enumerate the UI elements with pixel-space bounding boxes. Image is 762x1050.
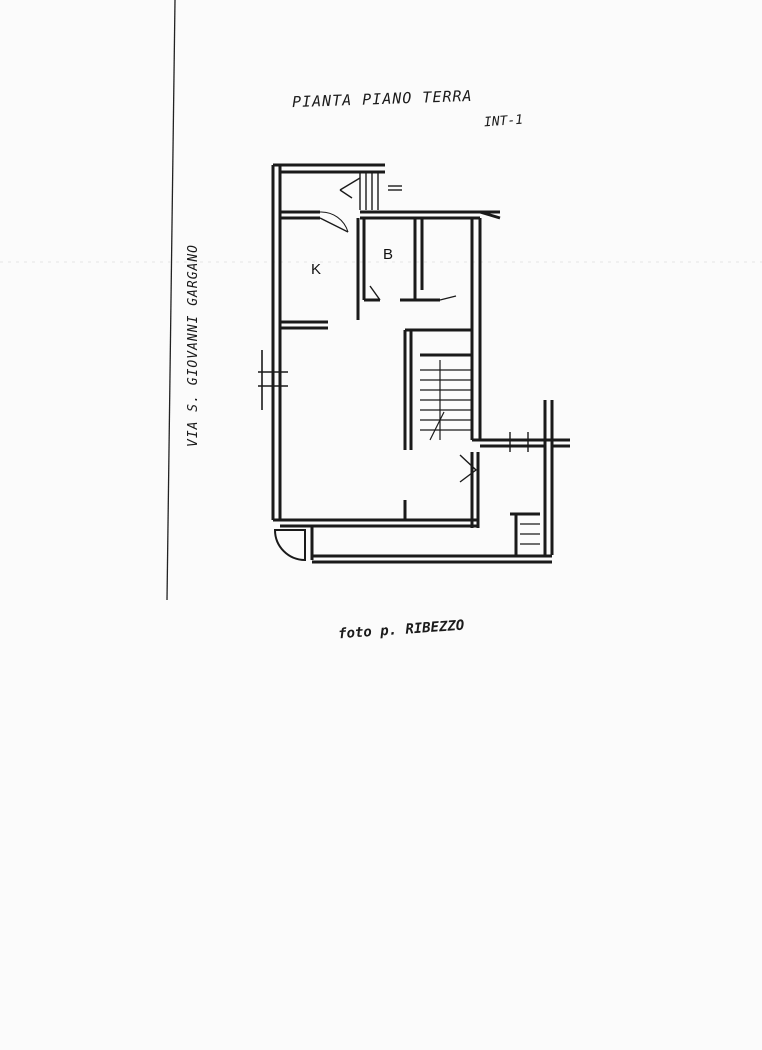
room-label-kitchen: K	[311, 261, 322, 278]
room-label-bathroom: B	[383, 246, 394, 263]
margin-line	[166, 0, 176, 601]
floor-plan	[258, 163, 570, 564]
plan-subtitle: INT-1	[483, 112, 524, 131]
street-label: VIA S. GIOVANNI GARGANO	[186, 243, 202, 448]
